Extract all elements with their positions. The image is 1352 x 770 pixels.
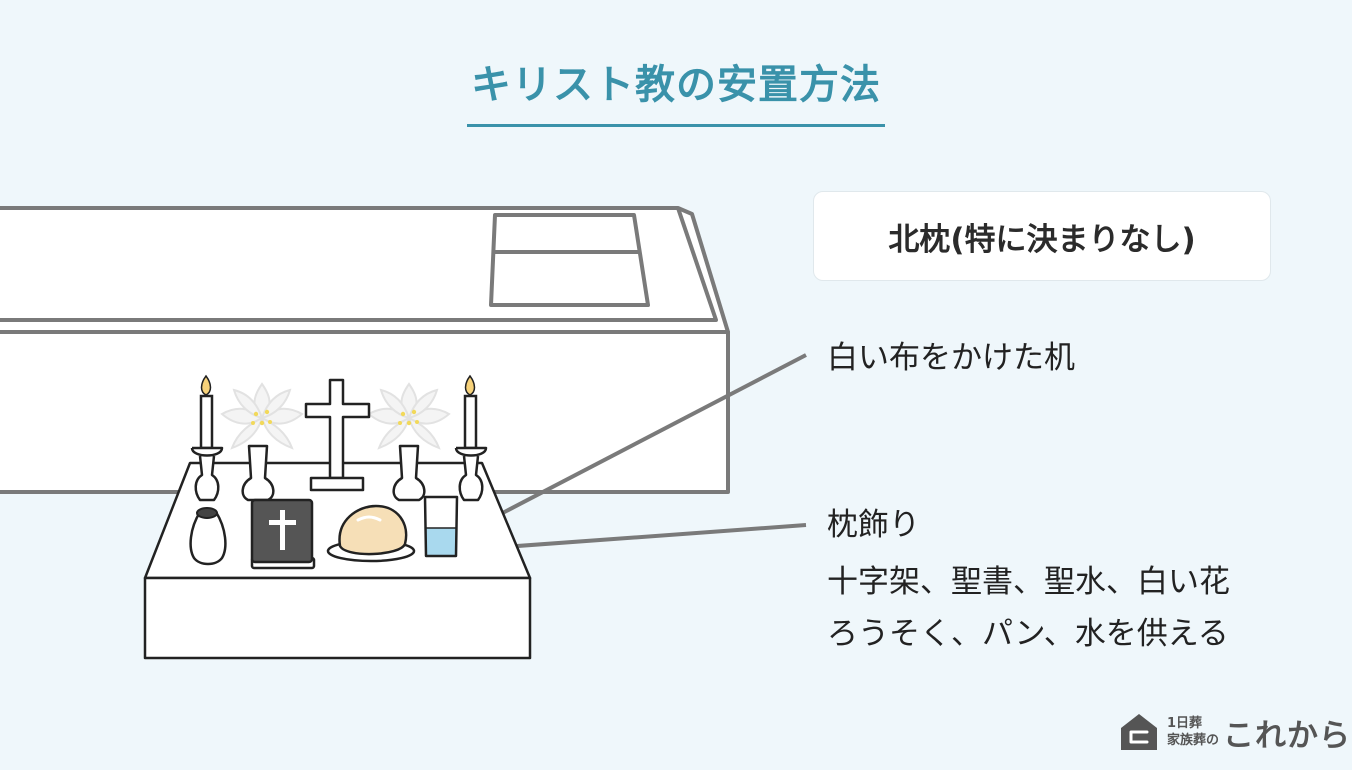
holy-water-vase-icon	[189, 507, 227, 566]
logo-brand-name: これから	[1223, 717, 1352, 754]
desk-leader-line	[492, 353, 807, 520]
candle-icon	[190, 374, 224, 502]
white-flower-icon	[220, 382, 304, 450]
table	[143, 461, 532, 660]
decoration-items-line1: 十字架、聖書、聖水、白い花	[827, 564, 1230, 600]
water-glass-icon	[423, 495, 459, 558]
table-front	[143, 576, 532, 660]
logo-subtext: 1日葬 家族葬の	[1167, 715, 1219, 749]
white-flower-icon	[367, 382, 451, 450]
flower-vase-right	[392, 444, 426, 502]
coffin	[0, 206, 730, 494]
coffin-lid-edge	[0, 207, 718, 322]
title-wrap: キリスト教の安置方法	[0, 52, 1352, 127]
logo-line2: 家族葬の	[1167, 733, 1220, 748]
decoration-leader-line	[489, 523, 807, 550]
bread-icon	[326, 504, 416, 563]
logo-line1: 1日葬	[1167, 716, 1203, 731]
brand-logo: 1日葬 家族葬の これから	[1119, 711, 1352, 754]
cross-icon	[304, 378, 371, 492]
coffin-window	[489, 213, 650, 307]
pillow-direction-box: 北枕(特に決まりなし)	[813, 191, 1271, 281]
page-title: キリスト教の安置方法	[467, 52, 885, 127]
bible-icon	[250, 498, 316, 570]
desk-label: 白い布をかけた机	[827, 340, 1075, 376]
decoration-title-label: 枕飾り	[827, 507, 920, 543]
house-logo-icon	[1121, 714, 1157, 750]
candle-icon	[454, 374, 488, 502]
decoration-items-line2: ろうそく、パン、水を供える	[827, 616, 1229, 652]
